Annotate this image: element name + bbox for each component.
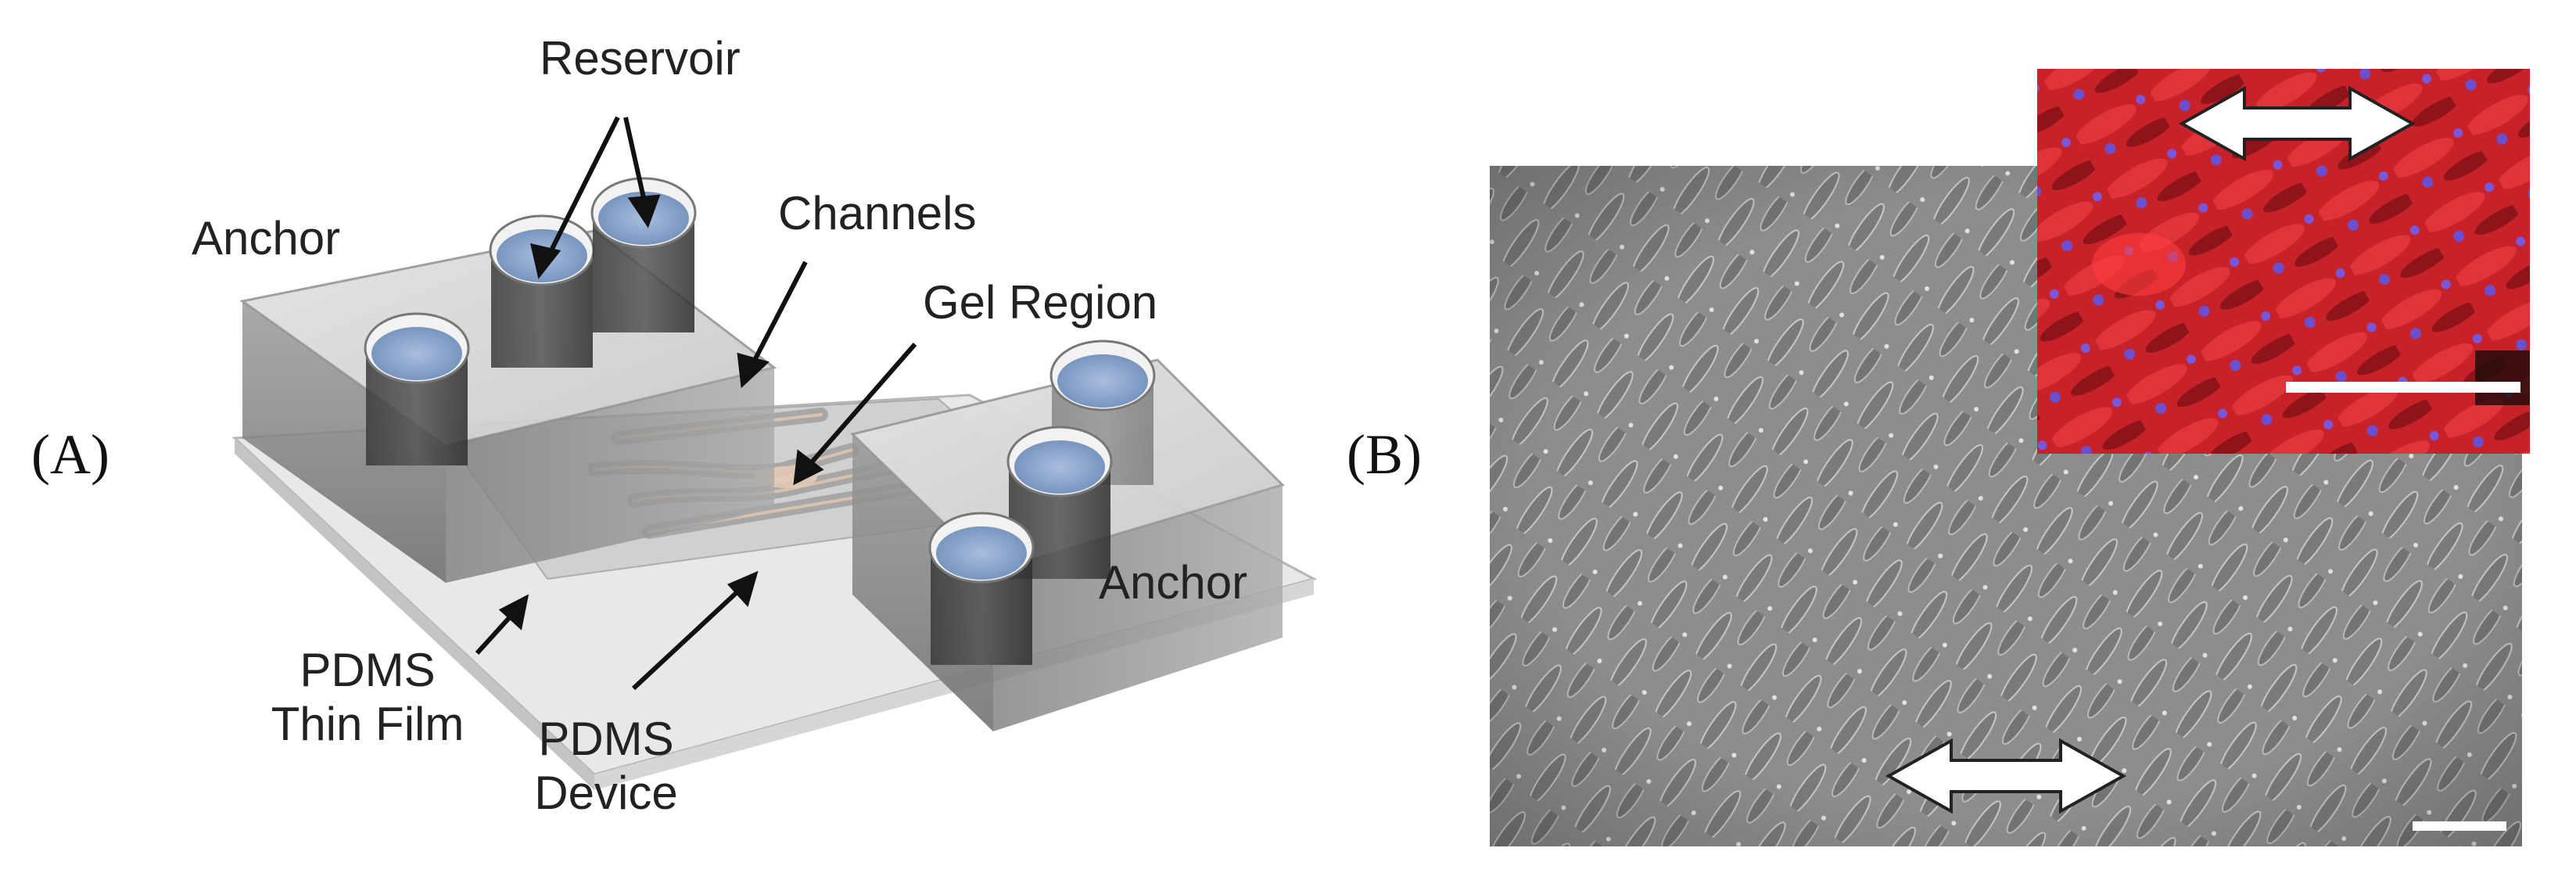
annotation-arrows bbox=[475, 116, 917, 691]
scale-bar bbox=[2413, 821, 2506, 831]
device-schematic bbox=[231, 116, 1318, 790]
stretch-direction-arrow-inset bbox=[2178, 85, 2416, 162]
pdms-thin-film-edge bbox=[235, 438, 594, 790]
pdms-thin-film-line1: PDMS bbox=[300, 644, 436, 696]
pdms-device-line1: PDMS bbox=[538, 713, 674, 765]
stretch-direction-arrow bbox=[1885, 738, 2127, 814]
right-anchor-block bbox=[850, 340, 1285, 731]
reservoir-well bbox=[590, 177, 697, 332]
reservoir-label: Reservoir bbox=[540, 32, 741, 84]
anchor-right-label: Anchor bbox=[1099, 556, 1248, 609]
inset-scale-bar bbox=[2286, 382, 2520, 393]
pdms-thin-film-label: PDMS Thin Film bbox=[242, 643, 493, 751]
panel-b-label: (B) bbox=[1347, 423, 1422, 486]
reservoir-well bbox=[364, 312, 470, 465]
pdms-device-label: PDMS Device bbox=[500, 712, 712, 820]
pdms-device-line2: Device bbox=[534, 767, 678, 819]
pdms-thin-film-line2: Thin Film bbox=[271, 698, 465, 750]
reservoir-well bbox=[928, 512, 1035, 665]
reservoir-well bbox=[489, 214, 595, 368]
channels-label: Channels bbox=[778, 187, 977, 239]
panel-a-label: (A) bbox=[31, 423, 109, 486]
gel-region-label: Gel Region bbox=[923, 276, 1158, 329]
anchor-left-label: Anchor bbox=[192, 212, 341, 264]
fluorescence-inset bbox=[2037, 69, 2530, 454]
